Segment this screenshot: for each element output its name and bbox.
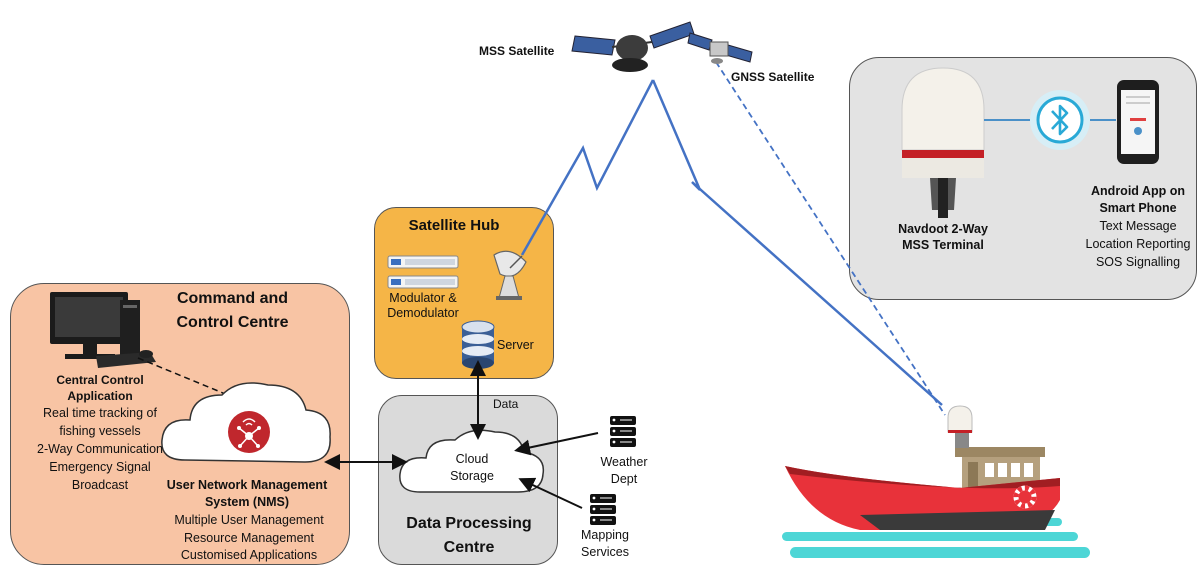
weather-server-icon [610,416,636,447]
modem-label-line2: Demodulator [387,306,459,320]
gnss-satellite-label: GNSS Satellite [731,70,815,84]
central-app-feature-4: Emergency Signal [49,460,151,474]
central-app-title-line1: Central Control [56,373,144,387]
mapping-server-icon [590,494,616,525]
server-label: Server [497,338,534,352]
gnss-link [715,61,946,416]
server-database-icon [461,320,495,369]
app-title-line2: Smart Phone [1099,201,1177,215]
mss-link-hub [520,79,655,256]
app-feature-text-message: Text Message [1099,219,1177,233]
gnss-satellite-icon [687,32,753,64]
app-feature-sos: SOS Signalling [1095,255,1181,269]
mapping-label-line2: Services [581,545,629,559]
mss-satellite-icon [571,21,695,72]
nms-title-line2: System (NMS) [204,495,290,509]
nms-feature-3: Customised Applications [180,548,318,562]
command-centre-title-line1: Command and [176,290,289,307]
central-app-feature-1: Real time tracking of [43,406,157,420]
central-app-feature-2: fishing vessels [59,424,141,438]
fishing-boat-icon [782,405,1090,558]
data-label: Data [493,397,519,411]
satellite-hub-title: Satellite Hub [408,217,500,234]
nms-network-icon [228,411,270,453]
data-centre-title-line1: Data Processing [406,515,532,532]
nms-feature-2: Resource Management [184,531,314,545]
nms-feature-1: Multiple User Management [174,513,324,527]
satellite-dish-icon [493,250,527,300]
nms-title-line1: User Network Management [166,478,328,492]
central-app-feature-5: Broadcast [71,478,129,492]
weather-arrow [514,432,599,456]
central-app-feature-3: 2-Way Communication [37,442,163,456]
terminal-title-line1: Navdoot 2-Way [898,222,988,236]
central-app-title-line2: Application [67,389,133,403]
app-feature-location: Location Reporting [1085,237,1191,251]
app-title-line1: Android App on [1091,184,1185,198]
cloud-storage-label-line2: Storage [450,469,494,483]
modem-label-line1: Modulator & [389,291,457,305]
mapping-arrow [518,477,583,509]
weather-label-line2: Dept [610,472,638,486]
terminal-title-line2: MSS Terminal [902,238,984,252]
bluetooth-icon [1030,90,1090,150]
command-centre-title-line2: Control Centre [176,314,289,331]
smartphone-icon [1117,80,1159,164]
terminal-dome-icon [901,67,985,218]
computer-icon [50,292,156,368]
mss-link-boat [651,79,943,406]
weather-label-line1: Weather [600,455,648,469]
mapping-label-line1: Mapping [581,528,629,542]
mss-satellite-label: MSS Satellite [479,44,555,58]
modulator-rack-icon [387,255,459,289]
cloud-storage-label-line1: Cloud [455,452,489,466]
data-centre-title-line2: Centre [443,539,495,556]
